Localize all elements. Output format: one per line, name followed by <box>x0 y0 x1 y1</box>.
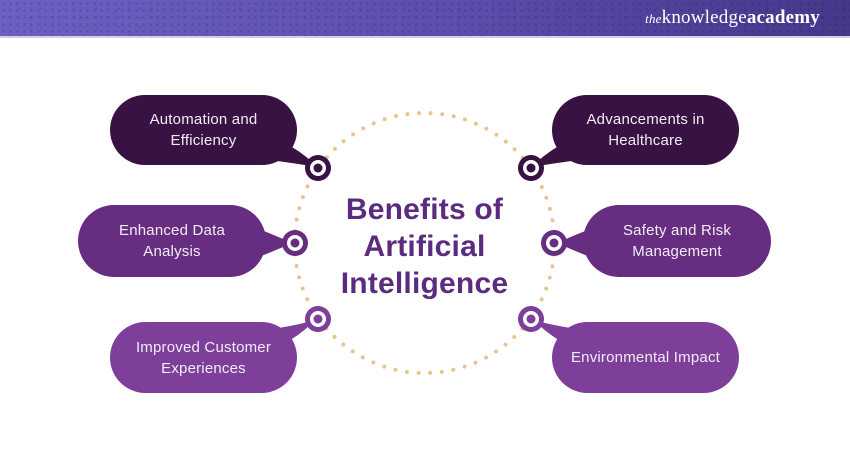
benefit-bubble-advancements-in-healthcare: Advancements in Healthcare <box>552 95 739 165</box>
diagram-title-line: Intelligence <box>340 267 509 300</box>
benefit-label: Environmental Impact <box>571 347 720 368</box>
benefit-label: Enhanced Data Analysis <box>119 220 225 262</box>
benefit-label-line: Enhanced Data <box>118 222 225 239</box>
benefit-label-line: Analysis <box>143 243 201 260</box>
connector-dot-data-analysis <box>282 230 308 256</box>
connector-dot-healthcare <box>518 155 544 181</box>
benefit-label: Advancements in Healthcare <box>586 109 704 151</box>
benefit-bubble-enhanced-data-analysis: Enhanced Data Analysis <box>78 205 266 277</box>
benefit-label-line: Automation and <box>149 111 258 128</box>
diagram-title: Benefits of Artificial Intelligence <box>304 191 545 302</box>
logo-knowledge: knowledge <box>661 7 747 28</box>
diagram-title-line: Artificial <box>363 230 486 263</box>
benefit-label-line: Safety and Risk <box>622 222 732 239</box>
connector-dot-safety <box>541 230 567 256</box>
knowledge-academy-logo: theknowledgeacademy <box>645 7 820 29</box>
benefit-label: Improved Customer Experiences <box>136 337 271 379</box>
benefit-bubble-automation-and-efficiency: Automation and Efficiency <box>110 95 297 165</box>
benefit-label-line: Efficiency <box>170 132 237 149</box>
benefit-label: Automation and Efficiency <box>150 109 258 151</box>
benefit-label-line: Healthcare <box>608 132 683 149</box>
benefit-label-line: Advancements in <box>586 111 705 128</box>
benefit-label-line: Improved Customer <box>135 338 272 356</box>
benefit-bubble-safety-and-risk-management: Safety and Risk Management <box>583 205 771 277</box>
diagram-title-line: Benefits of <box>345 193 504 226</box>
benefit-label-line: Environmental Impact <box>570 349 721 366</box>
benefit-bubble-improved-customer-experiences: Improved Customer Experiences <box>110 322 297 393</box>
connector-dot-customer <box>305 306 331 332</box>
benefit-bubble-environmental-impact: Environmental Impact <box>552 322 739 393</box>
dotted-circle <box>292 111 557 375</box>
connector-dot-environmental <box>518 306 544 332</box>
connector-dot-automation <box>305 155 331 181</box>
benefit-label-line: Management <box>632 243 722 260</box>
benefit-label-line: Experiences <box>161 359 246 377</box>
benefit-label: Safety and Risk Management <box>623 220 731 262</box>
brand-bar: theknowledgeacademy <box>0 0 850 38</box>
logo-the: the <box>645 11 662 26</box>
logo-academy: academy <box>746 7 820 28</box>
